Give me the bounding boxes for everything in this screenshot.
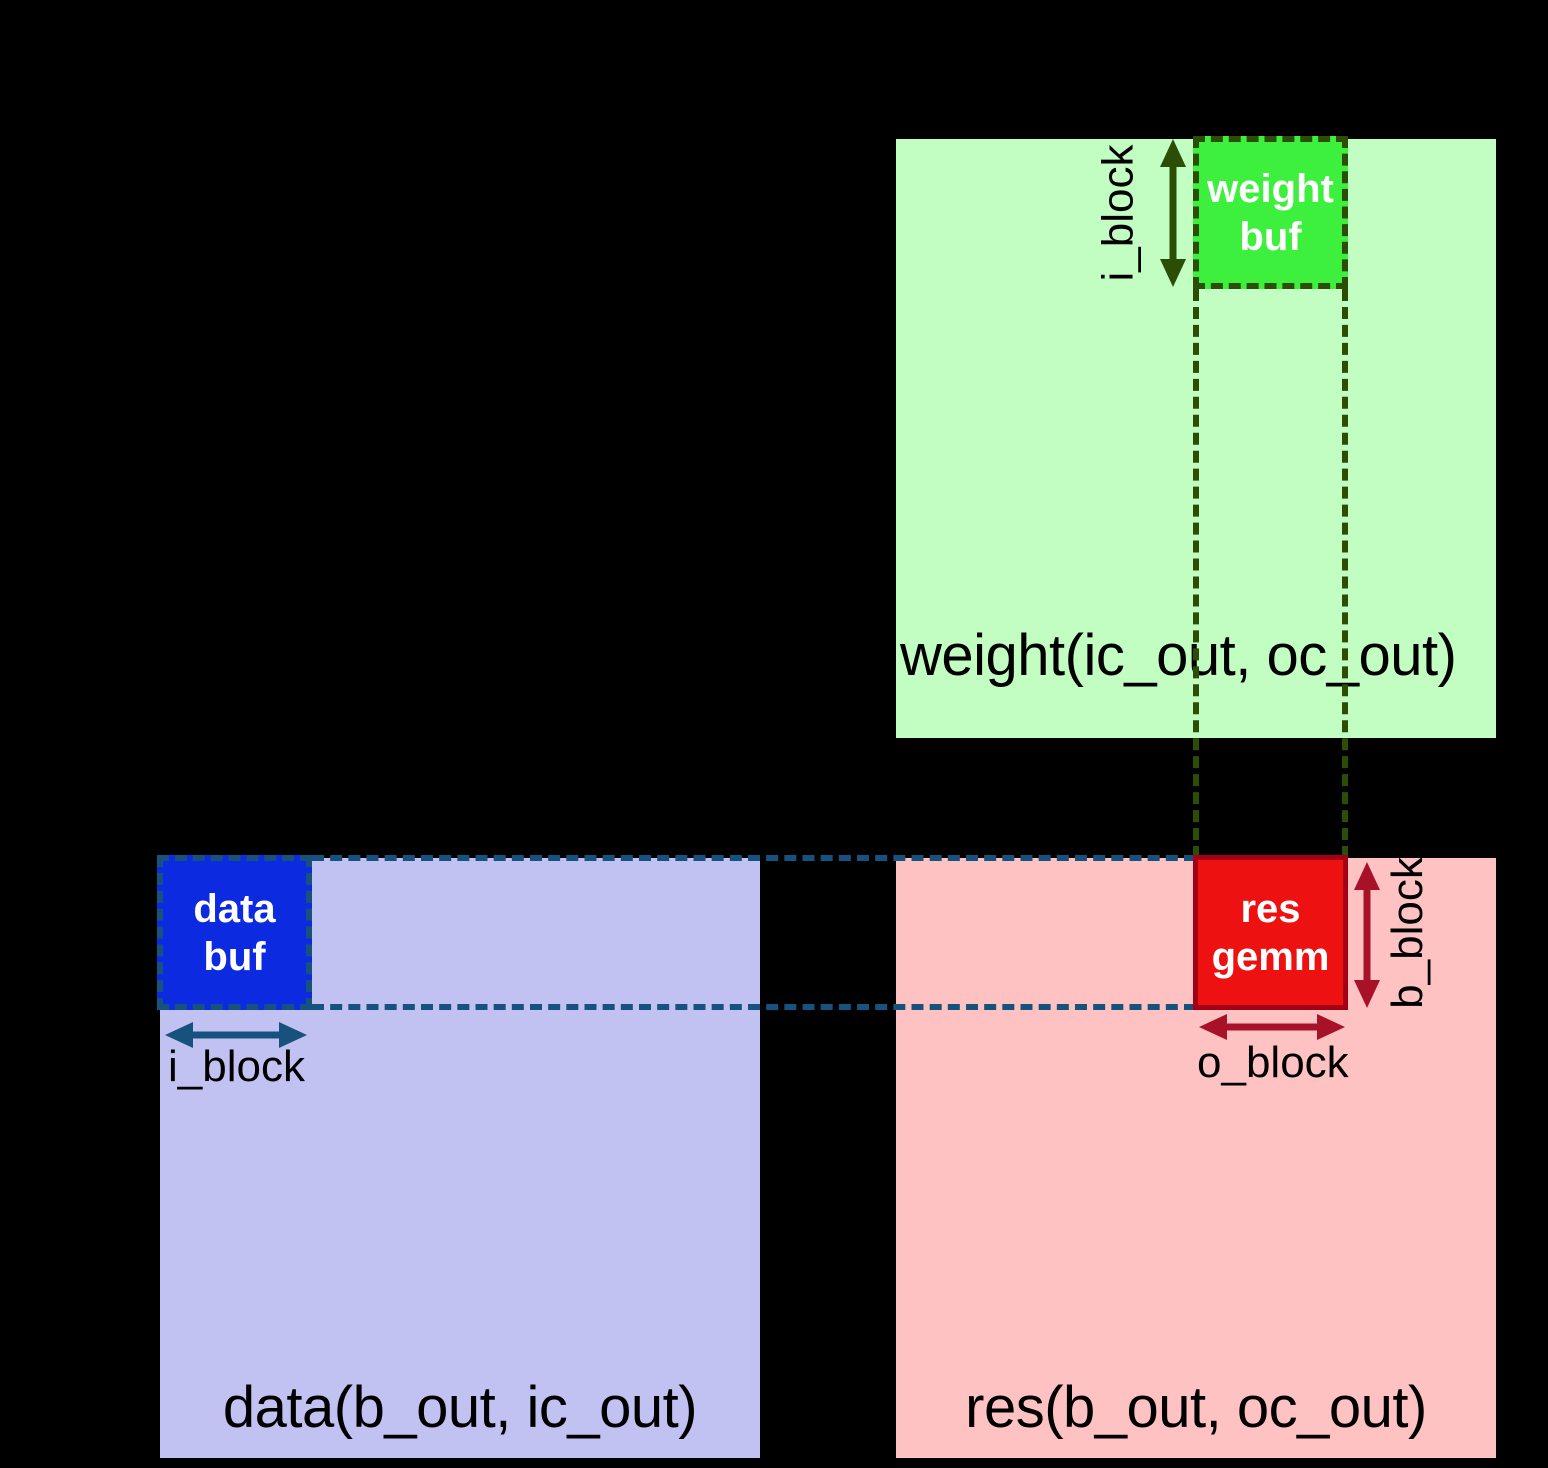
res-gemm-block: res gemm — [1193, 855, 1348, 1010]
weight-column-dashed-line-left — [1193, 289, 1199, 858]
b-block-vertical-arrow-icon — [1349, 860, 1385, 1010]
i-block-vertical-arrow-icon — [1155, 137, 1191, 289]
data-matrix-label: data(b_out, ic_out) — [222, 1375, 698, 1441]
i-block-horizontal-arrow-icon — [163, 1018, 309, 1052]
weight-buf-label-line2: buf — [1239, 214, 1302, 259]
data-buf-label-line1: data — [193, 886, 276, 931]
data-row-dashed-line-top — [312, 855, 1196, 861]
res-gemm-label-line1: res — [1240, 886, 1301, 931]
weight-column-dashed-line-right — [1342, 289, 1348, 858]
res-gemm-label-line2: gemm — [1211, 934, 1330, 979]
i-block-label-weight: i_block — [1093, 144, 1142, 281]
weight-matrix-label: weight(ic_out, oc_out) — [900, 623, 1457, 688]
i-block-label-data: i_block — [168, 1042, 305, 1091]
weight-buf-block: weight buf — [1193, 136, 1348, 289]
b-block-label: b_block — [1383, 856, 1433, 1009]
o-block-horizontal-arrow-icon — [1197, 1010, 1347, 1044]
weight-buf-label-line1: weight — [1207, 166, 1334, 211]
i-block-label-weight-wrap: i_block — [1090, 136, 1146, 289]
b-block-label-wrap: b_block — [1378, 855, 1438, 1010]
data-buf-block: data buf — [157, 855, 312, 1010]
data-row-dashed-line-bottom — [312, 1004, 1196, 1010]
data-buf-label-line2: buf — [203, 934, 266, 979]
o-block-label: o_block — [1197, 1038, 1349, 1087]
res-matrix-label: res(b_out, oc_out) — [965, 1375, 1427, 1441]
